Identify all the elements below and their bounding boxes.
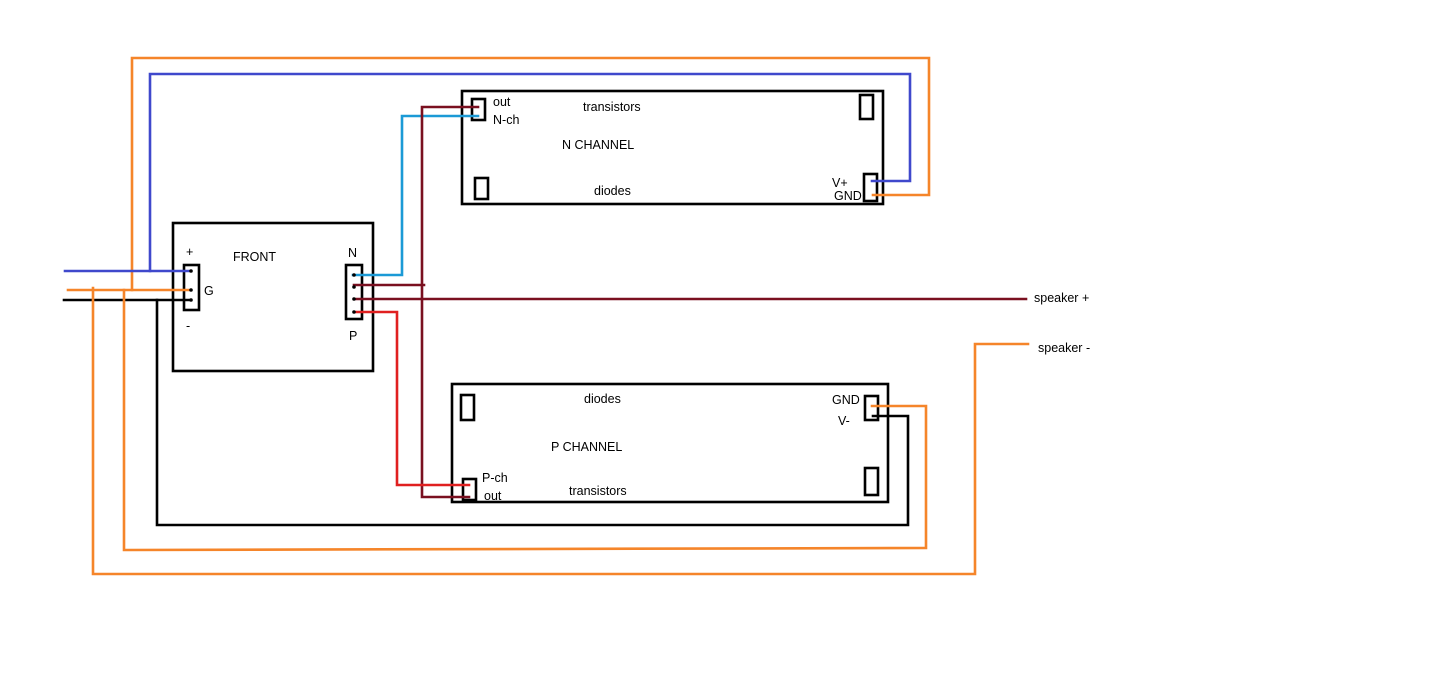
- n-channel-signal-connector: [470, 97, 487, 122]
- pin-dot: [352, 273, 356, 277]
- n-channel-out-label: out: [493, 95, 511, 109]
- orange-wire-p-gnd: [122, 288, 928, 552]
- p-channel-vminus-label: V-: [838, 414, 850, 428]
- pin-dot: [352, 285, 356, 289]
- p-channel-out-label: out: [484, 489, 502, 503]
- pin-dot: [189, 298, 193, 302]
- pin-dot: [352, 310, 356, 314]
- n-channel-gnd-label: GND: [834, 189, 862, 203]
- blue-wire-v-plus-run: [148, 72, 912, 273]
- front-minus-label: -: [186, 319, 190, 333]
- speaker-minus-label: speaker -: [1038, 341, 1090, 355]
- p-channel-power-connector: [863, 394, 880, 422]
- front-n-label: N: [348, 246, 357, 260]
- front-ground-label: G: [204, 284, 214, 298]
- n-channel-diode-pad: [473, 176, 490, 201]
- front-power-connector: [182, 263, 201, 312]
- p-channel-pch-label: P-ch: [482, 471, 508, 485]
- orange-wire-speaker-minus: [91, 286, 1030, 576]
- p-channel-transistors-label: transistors: [569, 484, 627, 498]
- n-channel-transistors-label: transistors: [583, 100, 641, 114]
- pin-dot: [189, 288, 193, 292]
- red-wire-p-ch: [352, 310, 471, 487]
- p-channel-diodes-label: diodes: [584, 392, 621, 406]
- p-channel-title: P CHANNEL: [551, 440, 622, 454]
- dark-red-wire-out-link: [420, 105, 480, 499]
- p-channel-board: [450, 382, 890, 504]
- orange-wire-n-gnd: [130, 56, 931, 292]
- n-channel-board: [460, 89, 885, 206]
- front-board-title: FRONT: [233, 250, 276, 264]
- p-channel-gnd-label: GND: [832, 393, 860, 407]
- light-blue-wire-n-ch: [351, 114, 480, 277]
- front-output-connector: [344, 263, 364, 321]
- pin-dot: [352, 297, 356, 301]
- p-channel-diode-pad: [459, 393, 476, 422]
- n-channel-transistor-pad: [858, 93, 875, 121]
- black-wire-v-minus: [155, 298, 910, 527]
- p-channel-transistor-pad: [863, 466, 880, 497]
- front-p-label: P: [349, 329, 357, 343]
- n-channel-nch-label: N-ch: [493, 113, 519, 127]
- n-channel-diodes-label: diodes: [594, 184, 631, 198]
- pin-dot: [189, 269, 193, 273]
- p-channel-signal-connector: [461, 477, 478, 502]
- n-channel-vplus-label: V+: [832, 176, 848, 190]
- front-plus-label: +: [186, 245, 193, 259]
- n-channel-power-connector: [862, 172, 879, 203]
- front-board: [171, 221, 375, 373]
- n-channel-title: N CHANNEL: [562, 138, 634, 152]
- speaker-plus-label: speaker +: [1034, 291, 1089, 305]
